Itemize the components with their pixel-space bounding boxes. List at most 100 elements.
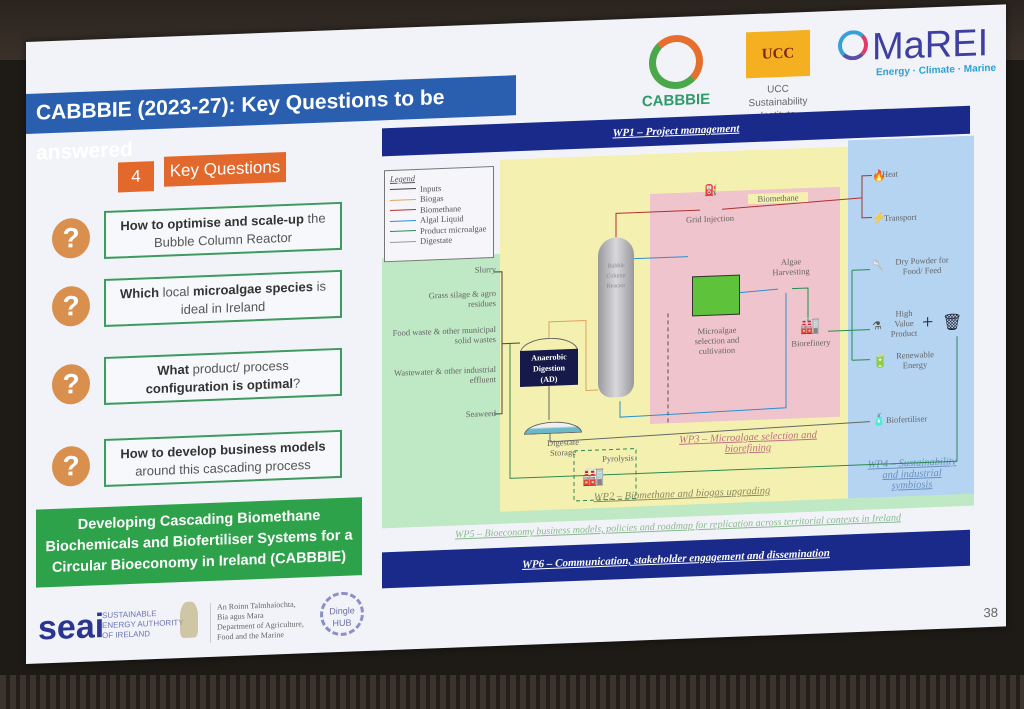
fertiliser-bottle-icon: 🧴: [872, 413, 886, 427]
battery-icon: 🔋: [872, 352, 889, 369]
scoop-icon: 🥄: [872, 259, 886, 273]
inputs-bracket: [494, 271, 503, 415]
funder-logos: seai SUSTAINABLE ENERGY AUTHORITY OF IRE…: [38, 589, 368, 652]
legend-label: Digestate: [420, 234, 453, 246]
renewable-line: Energy: [902, 359, 928, 371]
dingle-hub-logo: Dingle HUB: [320, 591, 364, 637]
algae-harvesting-label: Algae Harvesting: [766, 256, 816, 278]
harvesting-label-line: Harvesting: [772, 265, 810, 278]
algal-return-line: [619, 292, 787, 418]
question-mark-icon: ?: [52, 363, 90, 406]
question-text-bold: configuration is optimal: [145, 375, 294, 397]
biomethane-up: [615, 209, 700, 238]
digestate-storage-label: Digestate Storage: [538, 436, 588, 458]
question-box: How to develop business models around th…: [104, 429, 342, 488]
question-text: product/ process: [189, 357, 289, 377]
output-biofertiliser: Biofertiliser: [886, 413, 928, 425]
flow-lines: [494, 174, 958, 502]
storage-label-line: Storage: [550, 446, 576, 458]
valve-icon: ⛽: [704, 184, 718, 197]
question-text-bold: microalgae species: [193, 278, 313, 299]
legend-swatch: [390, 230, 416, 233]
cabbbie-logo-text: CABBBIE: [641, 90, 711, 111]
department-logo: An Roinn Talmhaíochta, Bia agus Mara Dep…: [210, 599, 304, 643]
photobioreactor-icon: [692, 274, 740, 317]
marei-logo: MaREI Energy · Climate · Marine: [838, 22, 998, 80]
pyrolysis-box: [573, 448, 637, 502]
legend-swatch: [390, 209, 416, 212]
algal-to-harvest: [739, 288, 779, 294]
inputs-to-ad: [502, 342, 520, 345]
bubble-column-label: Bubble Column Reactor: [606, 263, 626, 290]
legend-swatch: [390, 219, 416, 222]
question-box: What product/ process configuration is o…: [104, 347, 342, 406]
output-dry-powder: Dry Powder for Food/ Feed: [890, 254, 954, 277]
page-number: 38: [983, 604, 998, 621]
project-title-banner: Developing Cascading Biomethane Biochemi…: [36, 497, 362, 588]
product-branches: [828, 269, 870, 361]
pyrolysis-plant-icon: 🏭: [582, 465, 605, 487]
factory-icon: 🏭: [800, 317, 820, 336]
ucc-logo: UCC UCC Sustainability Institute: [738, 29, 818, 124]
pyrolysis-label: Pyrolysis: [602, 452, 634, 464]
output-transport: Transport: [884, 211, 917, 224]
question-text: the: [303, 210, 326, 227]
output-heat: Heat: [882, 168, 899, 180]
product-loop-line: [509, 336, 958, 479]
question-item: ? How to develop business models around …: [52, 429, 352, 493]
question-text: is: [312, 278, 326, 294]
ad-label: (AD): [540, 374, 558, 385]
output-renewable-energy: Renewable Energy: [890, 349, 940, 371]
dept-line: Food and the Marine: [217, 630, 284, 642]
input-grass-silage: Grass silage & agro residues: [428, 287, 496, 310]
biomethane-line: [721, 197, 863, 210]
ucc-caption-line: UCC Sustainability: [748, 83, 808, 110]
question-text: ideal in Ireland: [180, 298, 266, 318]
question-mark-icon: ?: [52, 217, 90, 260]
microalgae-label: Microalgae selection and cultivation: [682, 324, 752, 357]
recycle-icon: [649, 33, 703, 91]
algal-liquid-line: [634, 256, 688, 260]
question-box: Which local microalgae species is ideal …: [104, 269, 342, 328]
presentation-slide: CABBBIE (2023-27): Key Questions to be a…: [26, 4, 1006, 665]
legend-swatch: [390, 188, 416, 191]
harvest-to-biorefinery: [792, 287, 809, 322]
harp-icon: [180, 601, 198, 639]
question-text-bold: Which: [120, 284, 160, 302]
biogas-line: [548, 319, 598, 392]
ucc-logo-box: UCC: [746, 29, 810, 79]
output-high-value-product: High Value Product: [886, 308, 922, 339]
biorefinery-label: Biorefinery: [791, 337, 831, 349]
hub-line: HUB: [332, 617, 352, 629]
process-diagram: WP1 – Project management Legend Inputs B…: [382, 105, 974, 599]
question-count-badge: 4: [118, 161, 154, 193]
flask-icon: ⚗: [872, 320, 882, 333]
anaerobic-digestion-box: Anaerobic Digestion (AD): [520, 348, 578, 388]
question-mark-icon: ?: [52, 445, 90, 488]
question-item: ? How to optimise and scale-up the Bubbl…: [52, 201, 352, 265]
question-text: Bubble Column Reactor: [153, 229, 293, 251]
hvp-line: Product: [890, 327, 918, 339]
key-questions-label: Key Questions: [164, 152, 286, 187]
legend-swatch: [390, 198, 416, 201]
question-item: ? What product/ process configuration is…: [52, 347, 352, 411]
bubble-column-reactor: Bubble Column Reactor: [598, 236, 634, 399]
diagram-legend: Legend Inputs Biogas Biomethane Algal Li…: [384, 166, 494, 263]
input-wastewater: Wastewater & other industrial effluent: [394, 363, 496, 385]
input-food-waste: Food waste & other municipal solid waste…: [392, 323, 496, 346]
legend-swatch: [390, 240, 416, 243]
cabbbie-logo: CABBBIE: [636, 33, 716, 110]
seai-subtitle-line: OF IRELAND: [102, 629, 151, 641]
seai-logo: seai: [38, 606, 105, 648]
question-text: around this cascading process: [135, 457, 311, 479]
biomethane-split: [861, 174, 872, 219]
question-mark-icon: ?: [52, 285, 90, 328]
question-text: local: [159, 283, 193, 300]
digestate-line: [549, 421, 871, 443]
seai-subtitle: SUSTAINABLE ENERGY AUTHORITY OF IRELAND: [102, 608, 184, 641]
question-box: How to optimise and scale-up the Bubble …: [104, 201, 342, 260]
question-text-bold: What: [157, 361, 190, 378]
background-floor: [0, 675, 1024, 709]
bin-icon: 🗑: [942, 314, 963, 332]
question-item: ? Which local microalgae species is idea…: [52, 269, 352, 333]
